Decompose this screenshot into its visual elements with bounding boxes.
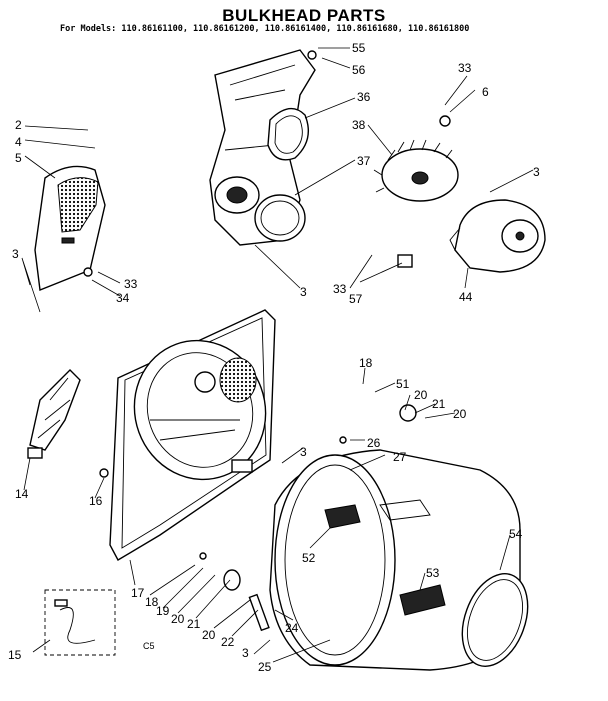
- callout-34: 34: [116, 291, 130, 305]
- callout-33: 33: [458, 61, 472, 75]
- callout-14: 14: [15, 487, 29, 501]
- callout-3: 3: [300, 445, 307, 459]
- callout-33: 33: [333, 282, 347, 296]
- callout-3: 3: [300, 285, 307, 299]
- callout-16: 16: [89, 494, 103, 508]
- callout-20: 20: [453, 407, 467, 421]
- callout-22: 22: [221, 635, 235, 649]
- callout-4: 4: [15, 135, 22, 149]
- callout-2: 2: [15, 118, 22, 132]
- drum-seal-54: [461, 573, 529, 667]
- callout-17: 17: [131, 586, 145, 600]
- callout-44: 44: [459, 290, 473, 304]
- callout-56: 56: [352, 63, 366, 77]
- leader-lines: [21, 47, 534, 663]
- callout-21: 21: [187, 617, 201, 631]
- callout-18: 18: [359, 356, 373, 370]
- duct-seal-37: [254, 194, 306, 242]
- callout-6: 6: [482, 85, 489, 99]
- drum: [269, 449, 521, 671]
- duct-seal-36: [267, 107, 309, 161]
- callout-20: 20: [414, 388, 428, 402]
- callout-21: 21: [432, 397, 446, 411]
- diagram-code: C5: [143, 641, 155, 651]
- callout-36: 36: [357, 90, 371, 104]
- callout-53: 53: [426, 566, 440, 580]
- callout-18: 18: [145, 595, 159, 609]
- wire-harness-box: [44, 589, 116, 656]
- callout-27: 27: [393, 450, 407, 464]
- callout-5: 5: [15, 151, 22, 165]
- door-switch-assembly: [27, 369, 81, 459]
- lint-filter-housing: [34, 165, 106, 291]
- callout-26: 26: [367, 436, 381, 450]
- callout-38: 38: [352, 118, 366, 132]
- bulkhead-panel: [99, 309, 276, 561]
- callout-3: 3: [533, 165, 540, 179]
- callout-55: 55: [352, 41, 366, 55]
- callout-19: 19: [156, 604, 170, 618]
- drum-roller-parts: [199, 404, 417, 632]
- callout-52: 52: [302, 551, 316, 565]
- callout-3: 3: [242, 646, 249, 660]
- callout-57: 57: [349, 292, 363, 306]
- callout-51: 51: [396, 377, 410, 391]
- page-title: BULKHEAD PARTS: [222, 6, 386, 25]
- callout-37: 37: [357, 154, 371, 168]
- callout-20: 20: [202, 628, 216, 642]
- callout-24: 24: [285, 621, 299, 635]
- callout-15: 15: [8, 648, 22, 662]
- callout-3: 3: [12, 247, 19, 261]
- callout-labels: 2 4 5 3 33 34 55 56 36 37 38 33 6 3 44 3…: [8, 41, 540, 674]
- models-line: For Models: 110.86161100, 110.86161200, …: [60, 24, 470, 34]
- callout-54: 54: [509, 527, 523, 541]
- callout-33: 33: [124, 277, 138, 291]
- blower-housing: [397, 199, 546, 273]
- callout-25: 25: [258, 660, 272, 674]
- blower-wheel: [373, 115, 459, 202]
- callout-20: 20: [171, 612, 185, 626]
